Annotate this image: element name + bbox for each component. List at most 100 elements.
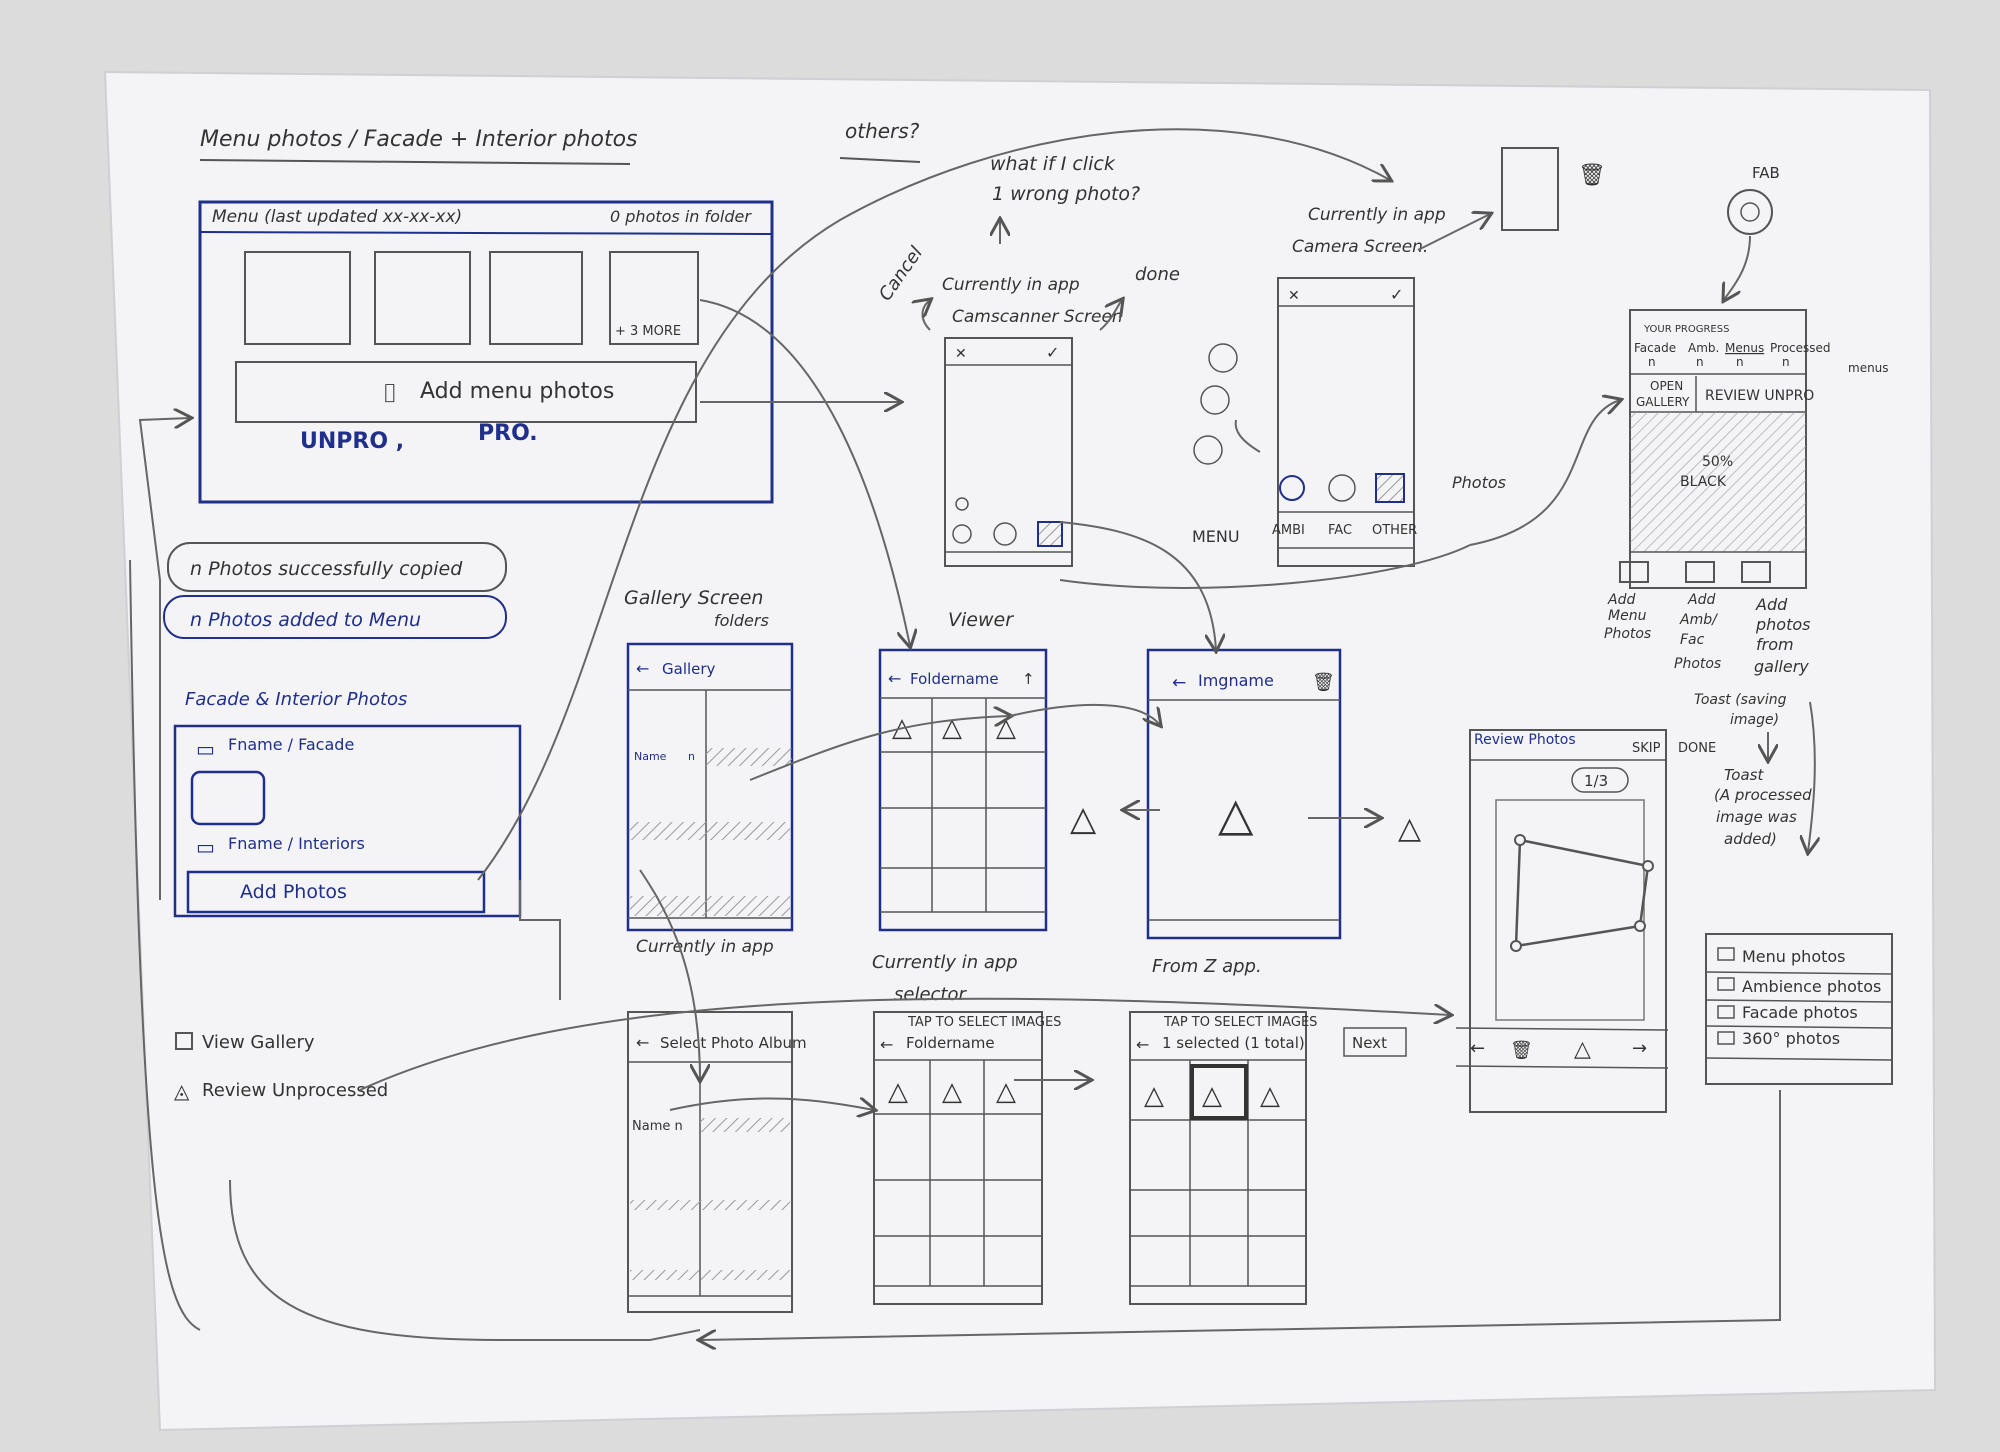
menu-thumb-2[interactable] <box>374 251 471 345</box>
image-icon[interactable]: △ <box>1144 1081 1164 1111</box>
check-icon[interactable]: ✓ <box>1390 285 1403 304</box>
trash-icon[interactable]: 🗑 <box>1510 1040 1533 1061</box>
album-row-2[interactable] <box>630 1200 790 1210</box>
open-gallery-label-2[interactable]: GALLERY <box>1636 395 1690 409</box>
mode-n-button[interactable] <box>952 524 972 544</box>
crop-handle[interactable] <box>1510 940 1522 952</box>
facade-card-title: Facade & Interior Photos <box>185 689 407 710</box>
crop-handle[interactable] <box>1514 834 1526 846</box>
back-arrow-icon[interactable]: ← <box>636 1033 649 1052</box>
flash-off-icon[interactable] <box>1208 343 1238 373</box>
menu-thumb-1[interactable] <box>244 251 351 345</box>
back-arrow-icon[interactable]: ← <box>880 1035 893 1054</box>
review-toolbar-line <box>1455 1027 1669 1031</box>
crop-tool-icon[interactable]: △ <box>1574 1037 1591 1062</box>
back-arrow-icon[interactable]: ← <box>1136 1035 1149 1054</box>
close-icon[interactable]: ✕ <box>1288 288 1300 304</box>
image-icon[interactable]: △ <box>1202 1081 1222 1111</box>
gallery-frame <box>626 642 794 932</box>
image-screen: ← Imgname 🗑 △ <box>1146 648 1342 940</box>
back-arrow-icon[interactable]: ← <box>1172 673 1186 693</box>
menu-thumb-3[interactable] <box>489 251 583 345</box>
mode-n-button[interactable] <box>1279 475 1305 501</box>
selected-image-frame[interactable] <box>1190 1064 1248 1120</box>
folder-facade-label[interactable]: Fname / Facade <box>228 735 354 754</box>
stat-menus-value: n <box>1736 355 1744 369</box>
ambience-photos-option[interactable]: Ambience photos <box>1742 977 1881 996</box>
image-icon[interactable]: △ <box>888 1077 908 1107</box>
crop-handle[interactable] <box>1642 860 1654 872</box>
tab-other[interactable]: OTHER <box>1372 523 1417 538</box>
review-counter-frame <box>1571 767 1629 793</box>
done-button[interactable]: DONE <box>1678 741 1716 756</box>
menu-photos-option[interactable]: Menu photos <box>1742 947 1846 966</box>
image-icon[interactable]: △ <box>996 713 1016 743</box>
trash-icon: 🗑 <box>1578 163 1606 188</box>
flow-arrow <box>1059 521 1216 650</box>
facade-card-frame <box>173 724 522 918</box>
flash-auto-icon[interactable] <box>1193 435 1223 465</box>
flash-on-icon[interactable] <box>1200 385 1230 415</box>
next-button-frame[interactable] <box>1343 1027 1407 1057</box>
skip-button[interactable]: SKIP <box>1632 741 1661 756</box>
stat-menus[interactable]: Menus <box>1725 341 1764 355</box>
menu-card-frame <box>198 200 774 504</box>
more-photos-label[interactable]: + 3 MORE <box>615 324 681 339</box>
next-arrow-icon[interactable]: → <box>1632 1038 1647 1059</box>
folder-interiors-label[interactable]: Fname / Interiors <box>228 834 365 853</box>
crop-handle[interactable] <box>1634 920 1646 932</box>
tab-ambi[interactable]: AMBI <box>1272 523 1305 538</box>
flash-icon[interactable] <box>955 497 969 511</box>
review-unpro-tab[interactable]: REVIEW UNPRO <box>1705 388 1814 404</box>
toast-processed-note-3: image was <box>1716 808 1797 826</box>
review-unprocessed-link[interactable]: Review Unprocessed <box>202 1080 388 1101</box>
camera-icon <box>1717 947 1735 961</box>
wrong-photo-question: what if I click <box>990 153 1116 175</box>
album-row-name[interactable]: Name n <box>632 1119 683 1134</box>
gallery-row-name[interactable]: Name <box>634 750 667 763</box>
camera-current-label: Currently in app <box>1308 205 1446 225</box>
others-underline <box>839 157 921 163</box>
next-button[interactable]: Next <box>1352 1034 1387 1052</box>
album-row-1[interactable] <box>700 1118 790 1132</box>
upload-icon[interactable]: ↑ <box>1022 670 1035 688</box>
tab-fac[interactable]: FAC <box>1328 523 1352 538</box>
add-menu-icon[interactable] <box>1619 561 1649 583</box>
gallery-row-2[interactable] <box>630 822 790 840</box>
flow-arrow <box>1059 544 1471 589</box>
upload-type-menu: Menu photos Ambience photos Facade photo… <box>1705 933 1893 1085</box>
progress-overlay <box>1630 412 1806 552</box>
add-amb-icon[interactable] <box>1685 561 1715 583</box>
image-icon[interactable]: △ <box>996 1077 1016 1107</box>
open-gallery-label[interactable]: OPEN <box>1650 379 1683 393</box>
unpro-label: UNPRO , <box>300 429 404 454</box>
add-gallery-icon[interactable] <box>1741 561 1771 583</box>
trash-icon[interactable]: 🗑 <box>1312 672 1335 693</box>
back-arrow-icon[interactable]: ← <box>888 669 901 688</box>
image-icon[interactable]: △ <box>1260 1081 1280 1111</box>
menu-thumb-4[interactable] <box>609 251 699 345</box>
facade-thumb[interactable] <box>190 770 266 826</box>
image-icon: △ <box>1218 787 1254 841</box>
facade-photos-option[interactable]: Facade photos <box>1742 1003 1858 1022</box>
360-photos-option[interactable]: 360° photos <box>1742 1029 1840 1048</box>
gallery-row-3[interactable] <box>630 896 790 916</box>
back-arrow-icon[interactable]: ← <box>636 659 649 678</box>
flow-arrow <box>138 418 190 900</box>
prev-arrow-icon[interactable]: ← <box>1470 1038 1485 1059</box>
last-photo-thumb[interactable] <box>1037 521 1063 547</box>
last-photo-thumb[interactable] <box>1375 473 1405 503</box>
image-icon[interactable]: △ <box>942 1077 962 1107</box>
view-gallery-link[interactable]: View Gallery <box>202 1032 315 1053</box>
album-row-3[interactable] <box>630 1270 790 1280</box>
gallery-row-1[interactable] <box>706 748 792 766</box>
check-icon[interactable]: ✓ <box>1046 343 1059 362</box>
add-menu-photos-button[interactable] <box>235 361 697 423</box>
add-photos-button[interactable] <box>186 870 486 914</box>
image-icon[interactable]: △ <box>942 713 962 743</box>
close-icon[interactable]: ✕ <box>955 346 967 362</box>
shutter-button[interactable] <box>1328 474 1356 502</box>
fab-button[interactable] <box>1727 189 1773 235</box>
shutter-button[interactable] <box>993 522 1017 546</box>
camera-icon <box>1717 1031 1735 1045</box>
